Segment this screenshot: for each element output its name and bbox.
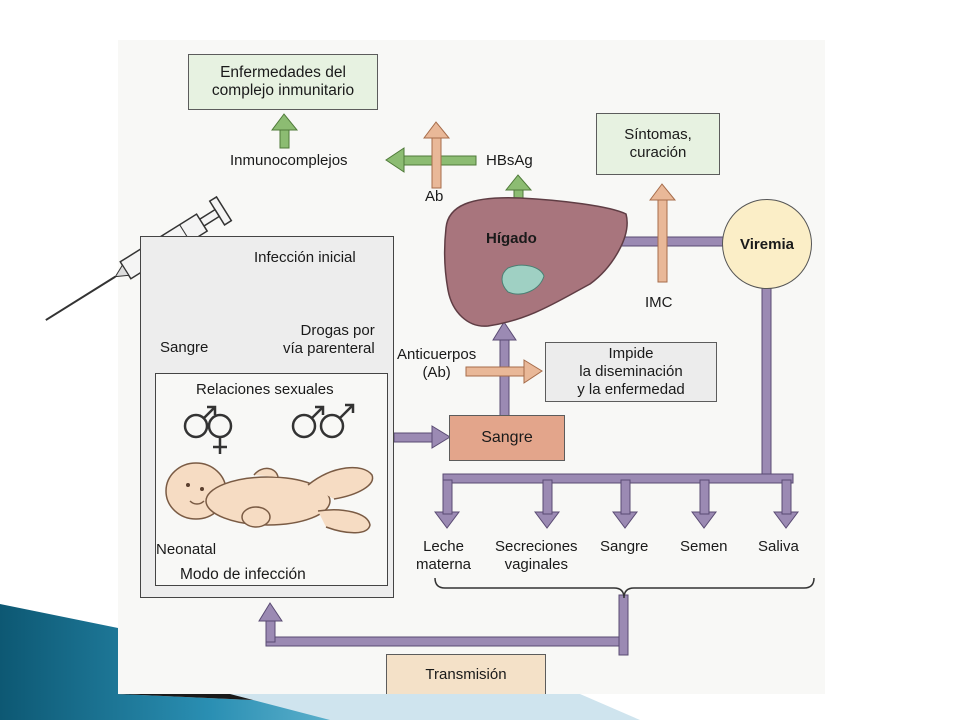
initial-infection-label: Infección inicial (254, 249, 356, 266)
arrowhead-to-blood-box (431, 425, 451, 449)
immunocomplexes-label: Inmunocomplejos (230, 152, 348, 169)
stem-saliva (781, 479, 792, 515)
arrowhead-to-infection (258, 602, 283, 622)
green-arrowhead-hbsag (504, 174, 533, 191)
green-arrow-stem-immunocomplex (279, 127, 290, 149)
blood-box-label: Sangre (481, 429, 533, 446)
liver-icon (443, 197, 628, 327)
drugs-label: Drogas por vía parenteral (283, 322, 375, 358)
prevents-spread-box: Impide la diseminación y la enfermedad (545, 342, 717, 402)
prevents-line-2: la diseminación (579, 363, 683, 380)
blood-box: Sangre (449, 415, 565, 461)
fluid-leche-line-2: materna (416, 556, 472, 573)
male-male-symbol-icon (291, 403, 355, 439)
neonatal-label: Neonatal (156, 541, 217, 558)
immune-complex-line-2: complejo inmunitario (211, 82, 355, 99)
antibodies-label: Anticuerpos (Ab) (397, 346, 476, 382)
viremia-label: Viremia (740, 235, 794, 253)
connector-transmission-down (618, 594, 629, 656)
peach-arrow-stem-ab (431, 135, 442, 189)
male-female-symbol-icon (183, 405, 233, 454)
peach-arrowhead-antibodies (523, 359, 543, 384)
slide-swoosh-teal (0, 604, 420, 720)
peach-arrowhead-ab (423, 121, 451, 139)
fluid-secreciones-line-2: vaginales (504, 556, 568, 573)
symptoms-line-2: curación (629, 144, 687, 161)
fluid-leche-line-1: Leche (423, 538, 464, 555)
immune-complex-disease-box: Enfermedades del complejo inmunitario (188, 54, 378, 110)
transmission-box: Transmisión (386, 654, 546, 694)
peach-arrow-stem-imc (657, 197, 668, 283)
symptoms-line-1: Síntomas, (624, 126, 692, 143)
green-arrowhead-immunocomplex (271, 113, 299, 131)
sexual-relations-label: Relaciones sexuales (196, 381, 334, 398)
symptoms-cure-box: Síntomas, curación (596, 113, 720, 175)
liver-label: Hígado (486, 230, 537, 247)
slide-swoosh-dark (118, 628, 460, 720)
transmission-label: Transmisión (425, 665, 507, 683)
slide-swoosh-light (230, 694, 640, 720)
fluid-sangre: Sangre (600, 538, 649, 555)
fluid-secreciones: Secreciones vaginales (495, 538, 578, 574)
newborn-baby-icon (165, 462, 374, 534)
stem-leche (442, 479, 453, 515)
green-arrowhead-left (385, 147, 405, 173)
imc-label: IMC (645, 294, 673, 311)
fluid-secreciones-line-1: Secreciones (495, 538, 578, 555)
prevents-line-3: y la enfermedad (577, 381, 685, 398)
blood-route-label: Sangre (160, 339, 209, 356)
connector-distribution-bar (442, 473, 794, 484)
antibodies-line-1: Anticuerpos (397, 346, 477, 363)
connector-infection-to-blood (393, 432, 435, 443)
stem-sangre (620, 479, 631, 515)
mode-of-infection-label: Modo de infección (180, 566, 306, 583)
connector-viremia-down (761, 287, 772, 483)
drugs-line-2: vía parenteral (283, 340, 375, 357)
ab-label: Ab (425, 188, 444, 205)
viremia-circle: Viremia (722, 199, 812, 289)
drugs-line-1: Drogas por (300, 322, 375, 339)
hbsag-label: HBsAg (486, 152, 533, 169)
connector-sangre-up (499, 337, 510, 417)
stem-secreciones (542, 479, 553, 515)
immune-complex-line-1: Enfermedades del (220, 64, 346, 81)
arrowhead-to-liver (492, 321, 517, 341)
antibodies-line-2: (Ab) (422, 364, 451, 381)
connector-transmission-left (265, 636, 629, 647)
fluid-leche: Leche materna (416, 538, 471, 574)
fluid-saliva: Saliva (758, 538, 799, 555)
connector-transmission-up (265, 617, 276, 643)
fluids-bracket (434, 577, 815, 599)
prevents-line-1: Impide (608, 345, 654, 362)
peach-arrowhead-imc (649, 183, 677, 201)
fluid-semen: Semen (680, 538, 728, 555)
stem-semen (699, 479, 710, 515)
